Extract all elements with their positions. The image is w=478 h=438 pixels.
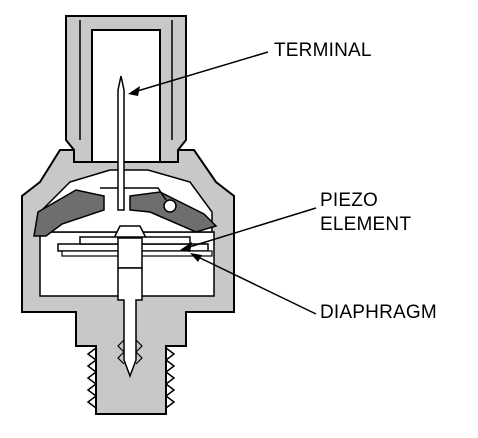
piezo-leader [185,207,317,249]
piezo-diaphragm-assembly [57,225,213,269]
leader-lines [128,51,317,315]
piezo-label-line2: ELEMENT [320,214,412,235]
diaphragm-leader [195,255,317,315]
threaded-stud [86,267,176,409]
piezo-label-line1: PIEZO [320,190,379,211]
terminal-label: TERMINAL [274,40,372,61]
terminal-pin [117,75,125,211]
connector-housing [65,15,187,163]
terminal-leader [133,51,269,93]
diaphragm-label: DIAPHRAGM [320,302,437,323]
